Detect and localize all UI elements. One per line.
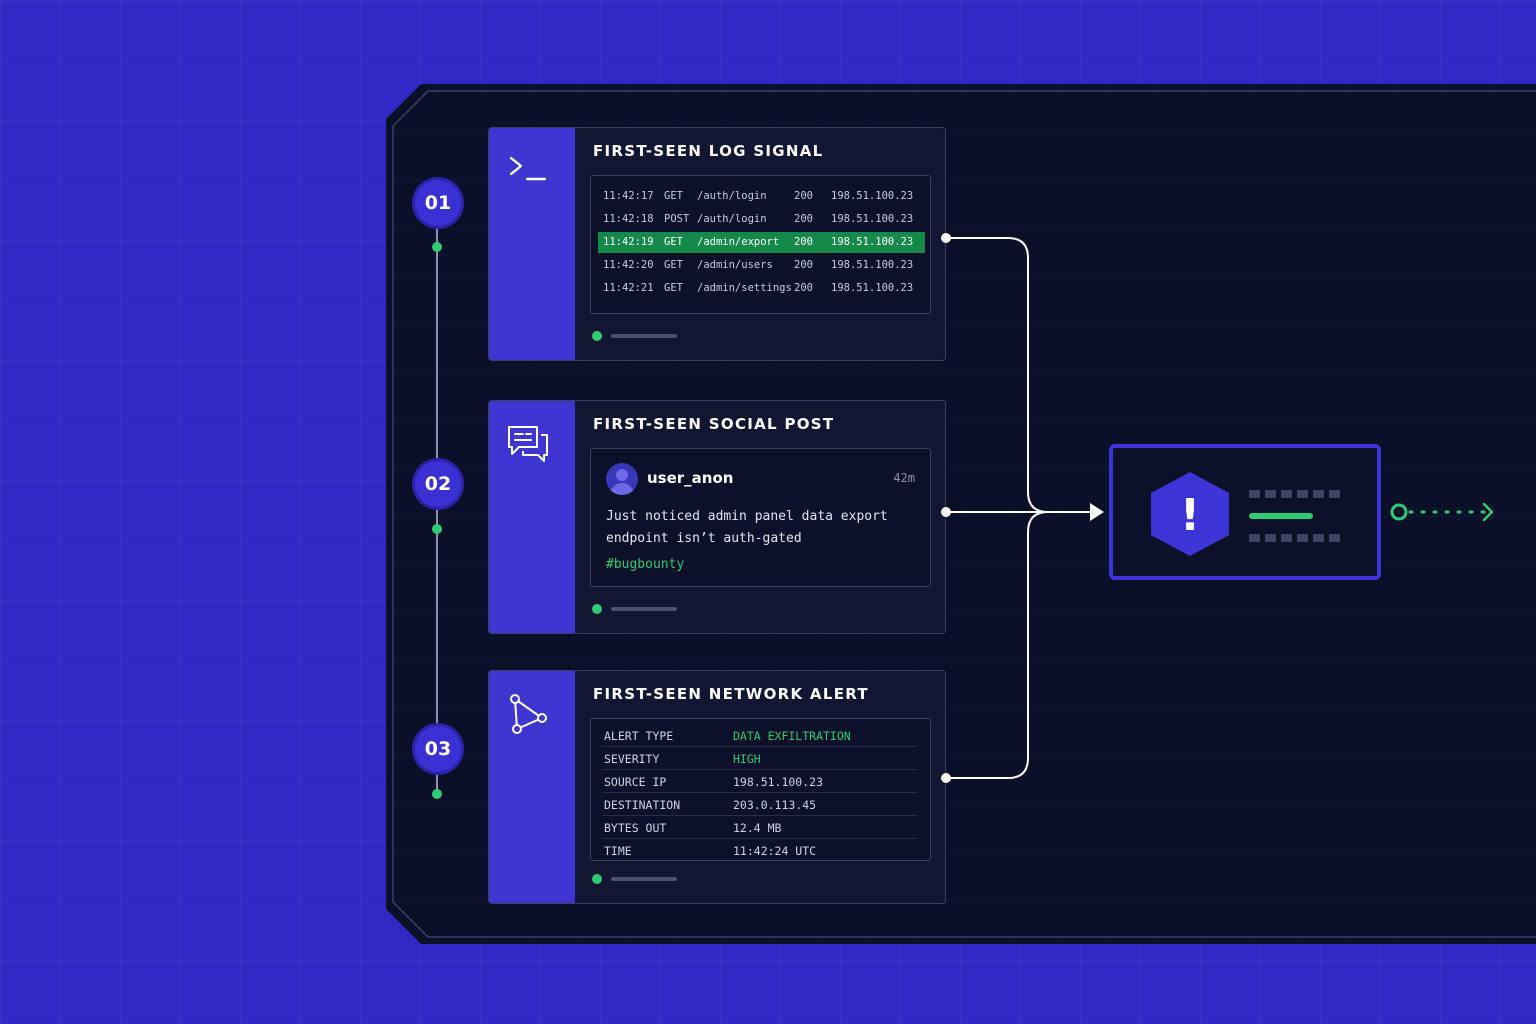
alert-row: SEVERITY HIGH <box>602 747 917 770</box>
log-status: 200 <box>794 213 813 225</box>
timeline-dot-1 <box>432 242 442 252</box>
status-dot <box>592 331 602 341</box>
network-alert-card[interactable]: FIRST-SEEN NETWORK ALERT ALERT TYPE DATA… <box>488 670 946 904</box>
post-hashtag[interactable]: #bugbounty <box>606 557 685 572</box>
post-text-line-2: endpoint isn’t auth-gated <box>606 531 802 546</box>
output-node <box>1390 503 1408 521</box>
alert-row: TIME 11:42:24 UTC <box>602 839 917 861</box>
log-row: 11:42:21 GET /admin/settings 200 198.51.… <box>598 278 925 299</box>
card-stripe <box>489 128 575 360</box>
step-badge-3: 03 <box>415 726 461 772</box>
status-dot <box>592 604 602 614</box>
svg-text:!: ! <box>1180 490 1200 541</box>
log-path: /admin/users <box>697 259 773 271</box>
timeline-line <box>436 225 438 795</box>
log-signal-card[interactable]: FIRST-SEEN LOG SIGNAL 11:42:17 GET /auth… <box>488 127 946 361</box>
log-ip: 198.51.100.23 <box>831 213 914 225</box>
alert-value: 198.51.100.23 <box>733 775 824 789</box>
card-title: FIRST-SEEN SOCIAL POST <box>593 415 835 433</box>
alert-key: SOURCE IP <box>604 775 667 789</box>
log-method: POST <box>664 213 690 225</box>
alert-hexagon-icon: ! <box>1151 472 1229 556</box>
log-method: GET <box>664 282 683 294</box>
alert-value: HIGH <box>733 752 761 766</box>
log-path: /auth/login <box>697 190 767 202</box>
log-path: /auth/login <box>697 213 767 225</box>
avatar-body <box>610 483 634 495</box>
log-status: 200 <box>794 259 813 271</box>
log-time: 11:42:19 <box>603 236 654 248</box>
step-badge-2: 02 <box>415 461 461 507</box>
card-stripe <box>489 671 575 903</box>
redacted-details <box>1249 490 1340 542</box>
post-time: 42m <box>893 471 915 485</box>
alert-value: 11:42:24 UTC <box>733 844 817 858</box>
log-path: /admin/export <box>697 236 780 248</box>
card-stripe <box>489 401 575 633</box>
card-title: FIRST-SEEN LOG SIGNAL <box>593 142 824 160</box>
alert-value: DATA EXFILTRATION <box>733 729 851 743</box>
log-time: 11:42:18 <box>603 213 654 225</box>
alert-key: BYTES OUT <box>604 821 667 835</box>
avatar <box>606 463 638 495</box>
arrowhead-icon <box>1090 503 1104 521</box>
log-time: 11:42:17 <box>603 190 654 202</box>
alert-key: SEVERITY <box>604 752 660 766</box>
alert-key: DESTINATION <box>604 798 681 812</box>
alert-value: 12.4 MB <box>733 821 782 835</box>
status-dot <box>592 874 602 884</box>
log-row: 11:42:20 GET /admin/users 200 198.51.100… <box>598 255 925 276</box>
connector-node-3 <box>941 773 951 783</box>
log-time: 11:42:21 <box>603 282 654 294</box>
placeholder-bar <box>611 877 677 881</box>
timeline-dot-3 <box>432 789 442 799</box>
terminal-icon <box>509 156 547 181</box>
card-title: FIRST-SEEN NETWORK ALERT <box>593 685 869 703</box>
log-ip: 198.51.100.23 <box>831 259 914 271</box>
log-path: /admin/settings <box>697 282 792 294</box>
alert-value: 203.0.113.45 <box>733 798 817 812</box>
log-ip: 198.51.100.23 <box>831 282 914 294</box>
alert-key: TIME <box>604 844 632 858</box>
chat-bubbles-icon <box>508 426 548 462</box>
placeholder-bar <box>611 334 677 338</box>
log-time: 11:42:20 <box>603 259 654 271</box>
alert-row: SOURCE IP 198.51.100.23 <box>602 770 917 793</box>
social-post: user_anon 42m Just noticed admin panel d… <box>590 448 931 587</box>
panel-outline <box>392 90 1536 938</box>
log-ip: 198.51.100.23 <box>831 190 914 202</box>
log-status: 200 <box>794 190 813 202</box>
social-post-card[interactable]: FIRST-SEEN SOCIAL POST user_anon 42m Jus… <box>488 400 946 634</box>
log-ip: 198.51.100.23 <box>831 236 914 248</box>
log-status: 200 <box>794 236 813 248</box>
post-username[interactable]: user_anon <box>647 469 734 487</box>
log-row: 11:42:18 POST /auth/login 200 198.51.100… <box>598 209 925 230</box>
arrow-right-icon <box>1482 502 1494 522</box>
avatar-head <box>616 469 628 481</box>
step-badge-1: 01 <box>415 180 461 226</box>
post-text-line-1: Just noticed admin panel data export <box>606 509 888 524</box>
connector-node-2 <box>941 507 951 517</box>
alert-row: DESTINATION 203.0.113.45 <box>602 793 917 816</box>
placeholder-bar <box>611 607 677 611</box>
correlated-alert-box[interactable]: ! <box>1109 444 1381 580</box>
log-method: GET <box>664 190 683 202</box>
log-row-highlighted: 11:42:19 GET /admin/export 200 198.51.10… <box>598 232 925 253</box>
alert-key: ALERT TYPE <box>604 729 674 743</box>
alert-details: ALERT TYPE DATA EXFILTRATION SEVERITY HI… <box>590 718 931 861</box>
log-method: GET <box>664 236 683 248</box>
log-method: GET <box>664 259 683 271</box>
alert-row: ALERT TYPE DATA EXFILTRATION <box>602 724 917 747</box>
alert-row: BYTES OUT 12.4 MB <box>602 816 917 839</box>
log-status: 200 <box>794 282 813 294</box>
timeline-dot-2 <box>432 524 442 534</box>
log-row: 11:42:17 GET /auth/login 200 198.51.100.… <box>598 186 925 207</box>
log-table: 11:42:17 GET /auth/login 200 198.51.100.… <box>590 175 931 314</box>
network-graph-icon <box>510 694 547 734</box>
connector-node-1 <box>941 233 951 243</box>
